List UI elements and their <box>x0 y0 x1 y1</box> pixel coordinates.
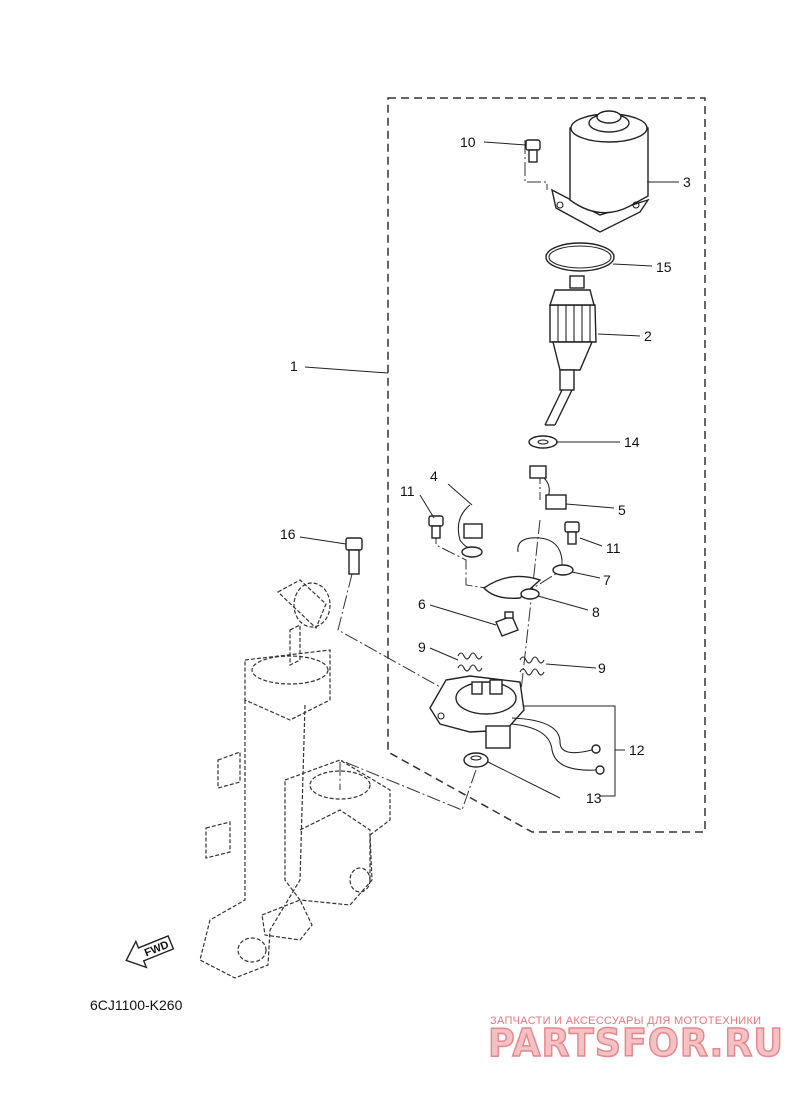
callout-8: 8 <box>592 604 600 620</box>
callout-13: 13 <box>586 790 602 806</box>
brush-spring-7 <box>482 537 574 599</box>
callout-11-left: 11 <box>400 483 415 499</box>
leader-lines <box>299 141 679 799</box>
callout-7: 7 <box>603 572 611 588</box>
callout-9-left: 9 <box>418 639 426 655</box>
washer-8 <box>520 588 540 600</box>
callout-15: 15 <box>656 259 672 275</box>
callouts: 1 2 3 4 5 6 7 8 9 9 10 11 11 12 13 14 15… <box>280 134 691 806</box>
o-ring <box>545 242 615 272</box>
callout-10: 10 <box>460 134 476 150</box>
bolt-16 <box>345 537 363 575</box>
callout-4: 4 <box>430 468 438 484</box>
callout-16: 16 <box>280 526 296 542</box>
fwd-arrow-icon: FWD <box>125 935 175 969</box>
spring-9-right <box>519 656 545 676</box>
watermark-caption: ЗАПЧАСТИ И АКСЕССУАРЫ ДЛЯ МОТОТЕХНИКИ <box>490 1015 761 1027</box>
callout-3: 3 <box>683 174 691 190</box>
diagram-code: 6CJ1100-K260 <box>90 997 183 1013</box>
assembly-lines <box>337 140 563 811</box>
assembly-boundary <box>387 97 706 833</box>
watermark: ЗАПЧАСТИ И АКСЕССУАРЫ ДЛЯ МОТОТЕХНИКИ PA… <box>487 1015 784 1066</box>
spring-9-left <box>457 652 483 672</box>
watermark-brand: PARTSFOR.RU <box>488 1021 784 1065</box>
washer-14 <box>528 435 558 449</box>
callout-6: 6 <box>418 596 426 612</box>
brush-6 <box>495 611 519 637</box>
callout-2: 2 <box>644 328 652 344</box>
screw-10 <box>525 139 541 163</box>
tilt-cylinder-ghost <box>199 579 391 979</box>
brush-holder-4 <box>457 504 483 558</box>
motor-housing <box>550 110 650 233</box>
callout-1: 1 <box>290 358 298 374</box>
screw-11-left <box>428 515 444 539</box>
callout-14: 14 <box>624 434 640 450</box>
callout-9-right: 9 <box>598 660 606 676</box>
armature <box>544 275 597 426</box>
callout-12: 12 <box>629 742 645 758</box>
brush-plate-12 <box>429 675 605 775</box>
callout-11-right: 11 <box>606 540 621 556</box>
screw-11-right <box>564 521 580 545</box>
brush-5 <box>529 465 567 510</box>
callout-5: 5 <box>618 502 626 518</box>
